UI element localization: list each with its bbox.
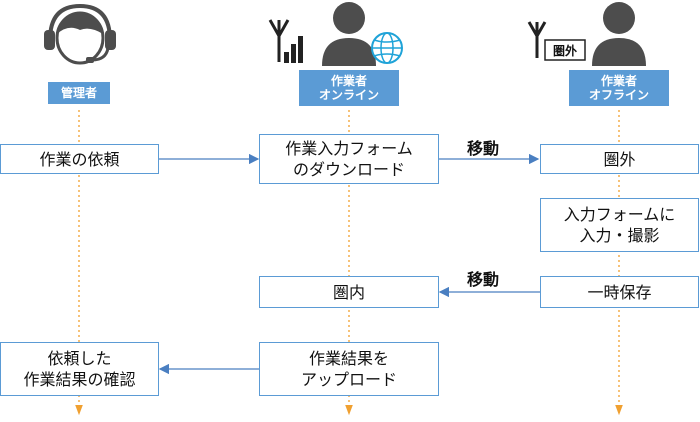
step-in-range: 圏内 xyxy=(259,276,439,308)
step-in-range-line-1: 圏内 xyxy=(332,282,365,302)
flow-arrows xyxy=(158,153,540,375)
step-upload: 作業結果を アップロード xyxy=(259,342,439,396)
role-admin-line-1: 管理者 xyxy=(60,86,97,100)
headset-person-icon xyxy=(44,3,116,65)
step-temp-save-line-1: 一時保存 xyxy=(587,282,652,302)
step-confirm: 依頼した 作業結果の確認 xyxy=(0,342,159,396)
step-download-line-1: 作業入力フォーム xyxy=(285,139,413,158)
step-request-line-1: 作業の依頼 xyxy=(39,149,120,169)
svg-text:圏外: 圏外 xyxy=(553,43,577,58)
step-upload-line-1: 作業結果を xyxy=(308,349,389,368)
role-offline-line-2: オフライン xyxy=(588,88,649,102)
step-upload-line-2: アップロード xyxy=(300,370,397,389)
step-confirm-line-2: 作業結果の確認 xyxy=(23,370,136,389)
person-icon-online xyxy=(322,2,376,66)
antenna-icon xyxy=(527,21,547,58)
step-temp-save: 一時保存 xyxy=(540,276,699,308)
role-label-admin: 管理者 xyxy=(48,82,110,104)
globe-icon xyxy=(371,32,403,64)
move-label-first: 移動 xyxy=(467,139,500,158)
antenna-signal-icon xyxy=(268,19,303,63)
role-online-line-2: オンライン xyxy=(318,88,379,102)
person-icon-offline xyxy=(592,2,646,66)
role-label-offline: 作業者 オフライン xyxy=(569,70,669,106)
step-input-photo-line-1: 入力フォームに xyxy=(563,205,676,224)
step-download: 作業入力フォーム のダウンロード xyxy=(259,134,439,184)
step-confirm-line-1: 依頼した xyxy=(47,349,112,368)
step-request: 作業の依頼 xyxy=(0,144,159,174)
step-out-of-range-line-1: 圏外 xyxy=(603,149,636,169)
step-input-photo-line-2: 入力・撮影 xyxy=(579,226,660,245)
move-label-second: 移動 xyxy=(467,270,500,289)
step-out-of-range: 圏外 xyxy=(540,144,699,174)
out-of-range-badge: 圏外 xyxy=(544,39,586,61)
role-online-line-1: 作業者 xyxy=(330,74,367,88)
step-download-line-2: のダウンロード xyxy=(292,160,405,179)
step-input-photo: 入力フォームに 入力・撮影 xyxy=(540,198,699,252)
role-label-online: 作業者 オンライン xyxy=(299,70,399,106)
role-offline-line-1: 作業者 xyxy=(600,74,637,88)
